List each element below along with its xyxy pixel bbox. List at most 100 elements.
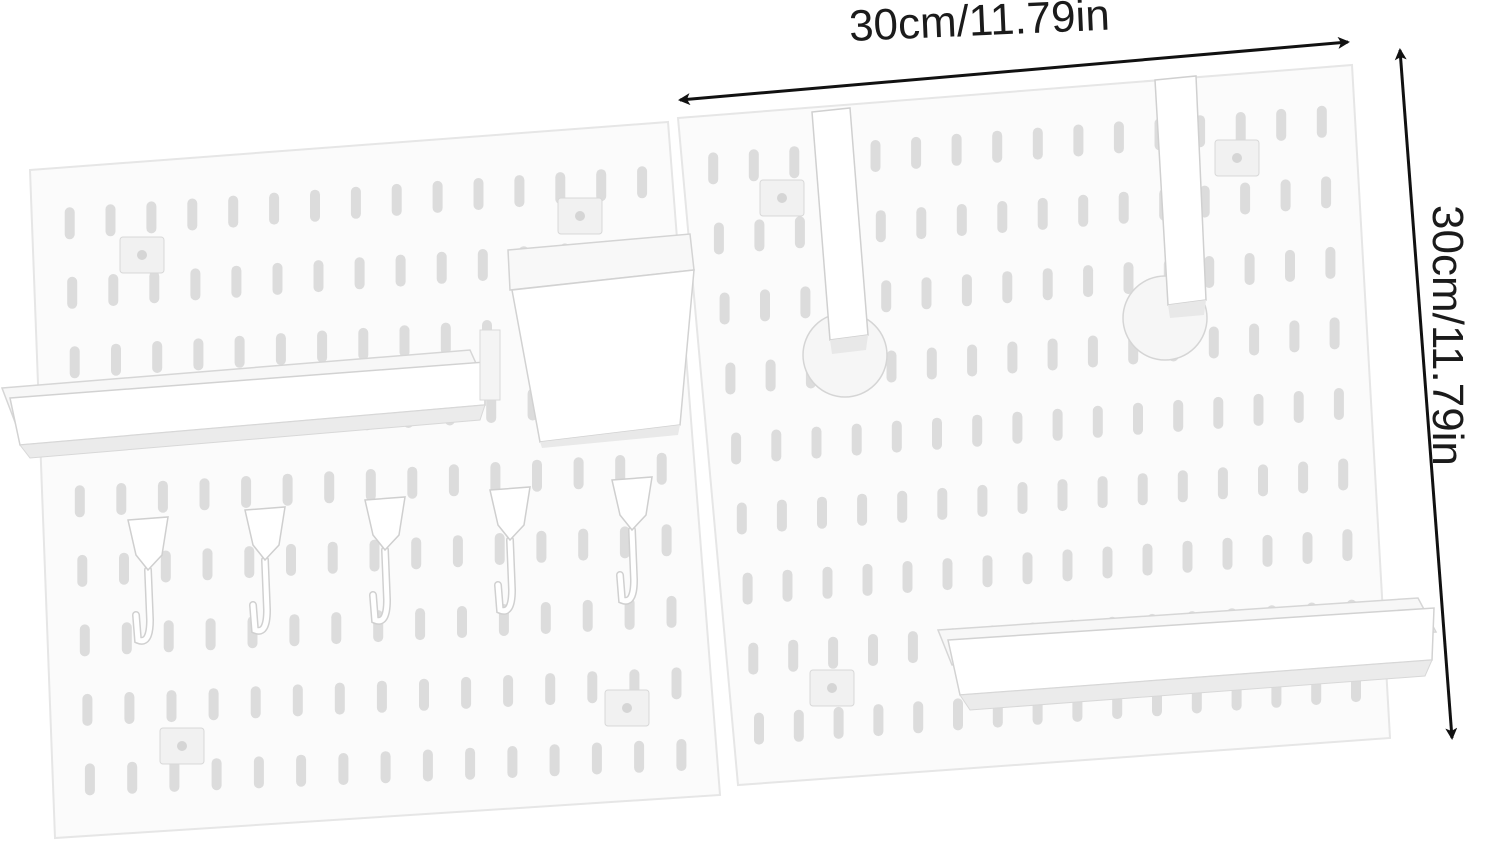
peg-slot bbox=[1173, 399, 1184, 432]
peg-slot bbox=[1042, 268, 1053, 301]
peg-slot bbox=[121, 622, 132, 655]
peg-slot bbox=[932, 417, 942, 450]
peg-slot bbox=[64, 207, 75, 240]
peg-slot bbox=[634, 740, 645, 773]
peg-slot bbox=[1057, 479, 1068, 512]
peg-slot bbox=[250, 686, 261, 719]
peg-slot bbox=[193, 338, 204, 371]
peg-slot bbox=[310, 189, 320, 222]
peg-slot bbox=[1333, 388, 1344, 420]
peg-slot bbox=[1182, 540, 1193, 573]
peg-slot bbox=[862, 563, 873, 596]
peg-slot bbox=[1118, 191, 1129, 224]
peg-slot bbox=[1102, 546, 1113, 579]
peg-slot bbox=[1293, 391, 1304, 423]
mount-clip bbox=[1214, 139, 1260, 177]
peg-slot bbox=[811, 426, 822, 459]
peg-slot bbox=[676, 739, 687, 771]
peg-slot bbox=[907, 631, 918, 664]
peg-slot bbox=[422, 749, 433, 782]
peg-slot bbox=[241, 476, 252, 508]
peg-slot bbox=[399, 325, 410, 358]
peg-slot bbox=[851, 423, 862, 456]
width-dimension-arrow bbox=[678, 36, 1350, 106]
mount-clip bbox=[759, 179, 805, 217]
peg-slot bbox=[211, 758, 222, 791]
left-panel-slots bbox=[64, 166, 687, 796]
peg-slot bbox=[296, 754, 307, 787]
peg-slot bbox=[169, 759, 180, 792]
peg-slot bbox=[503, 675, 514, 707]
peg-slot bbox=[1007, 341, 1018, 374]
height-label: 30cm/11.79in bbox=[1423, 205, 1472, 466]
peg-slot bbox=[582, 599, 593, 632]
peg-slot bbox=[1047, 338, 1058, 371]
peg-slot bbox=[624, 597, 635, 630]
small-hooks bbox=[127, 476, 653, 645]
peg-slot bbox=[982, 555, 993, 588]
peg-slot bbox=[1240, 182, 1251, 215]
height-dimension-arrow bbox=[1394, 48, 1458, 740]
peg-slot bbox=[149, 271, 160, 304]
peg-slot bbox=[972, 414, 983, 447]
peg-slot bbox=[111, 343, 121, 376]
peg-slot bbox=[1032, 127, 1043, 160]
peg-slot bbox=[1244, 253, 1255, 285]
peg-slot bbox=[817, 496, 827, 529]
peg-slot bbox=[573, 457, 584, 490]
peg-slot bbox=[1012, 411, 1023, 444]
peg-slot bbox=[1078, 194, 1089, 227]
peg-slot bbox=[656, 452, 667, 485]
peg-slot bbox=[490, 462, 501, 494]
peg-slot bbox=[440, 322, 451, 355]
peg-slot bbox=[208, 688, 219, 721]
peg-slot bbox=[407, 466, 418, 499]
mount-clip bbox=[809, 669, 855, 707]
peg-slot bbox=[549, 744, 560, 777]
peg-slot bbox=[84, 763, 95, 796]
mount-clip bbox=[604, 689, 650, 727]
peg-slot bbox=[1316, 105, 1327, 138]
peg-slot bbox=[205, 618, 216, 651]
peg-slot bbox=[1123, 262, 1134, 295]
peg-slot bbox=[1113, 121, 1124, 154]
large-hook bbox=[802, 107, 888, 398]
peg-slot bbox=[282, 473, 293, 506]
peg-slot bbox=[187, 198, 198, 231]
peg-slot bbox=[292, 684, 303, 717]
peg-slot bbox=[977, 484, 988, 517]
peg-slot bbox=[105, 204, 116, 237]
peg-slot bbox=[902, 561, 913, 593]
peg-slot bbox=[1052, 408, 1063, 441]
peg-slot bbox=[376, 680, 387, 713]
peg-slot bbox=[79, 624, 90, 657]
peg-slot bbox=[760, 289, 770, 322]
peg-slot bbox=[961, 274, 972, 307]
peg-slot bbox=[1222, 537, 1233, 570]
peg-slot bbox=[1342, 529, 1353, 562]
peg-slot bbox=[953, 698, 963, 731]
peg-slot bbox=[1177, 470, 1188, 503]
peg-slot bbox=[873, 704, 884, 737]
peg-slot bbox=[881, 280, 892, 313]
peg-slot bbox=[395, 254, 406, 287]
peg-slot bbox=[432, 180, 443, 213]
peg-slot bbox=[108, 274, 119, 306]
peg-slot bbox=[190, 268, 201, 301]
peg-slot bbox=[736, 502, 747, 535]
peg-slot bbox=[477, 249, 488, 281]
peg-slot bbox=[116, 483, 127, 515]
peg-slot bbox=[916, 207, 927, 240]
peg-slot bbox=[754, 712, 764, 745]
mount-clip bbox=[119, 236, 165, 274]
peg-slot bbox=[1289, 320, 1300, 353]
peg-slot bbox=[1302, 532, 1313, 564]
cup-holder bbox=[507, 233, 695, 448]
peg-slot bbox=[1097, 476, 1108, 509]
peg-slot bbox=[545, 673, 556, 706]
peg-slot bbox=[725, 362, 736, 395]
peg-slot bbox=[465, 747, 476, 780]
peg-slot bbox=[911, 136, 922, 169]
